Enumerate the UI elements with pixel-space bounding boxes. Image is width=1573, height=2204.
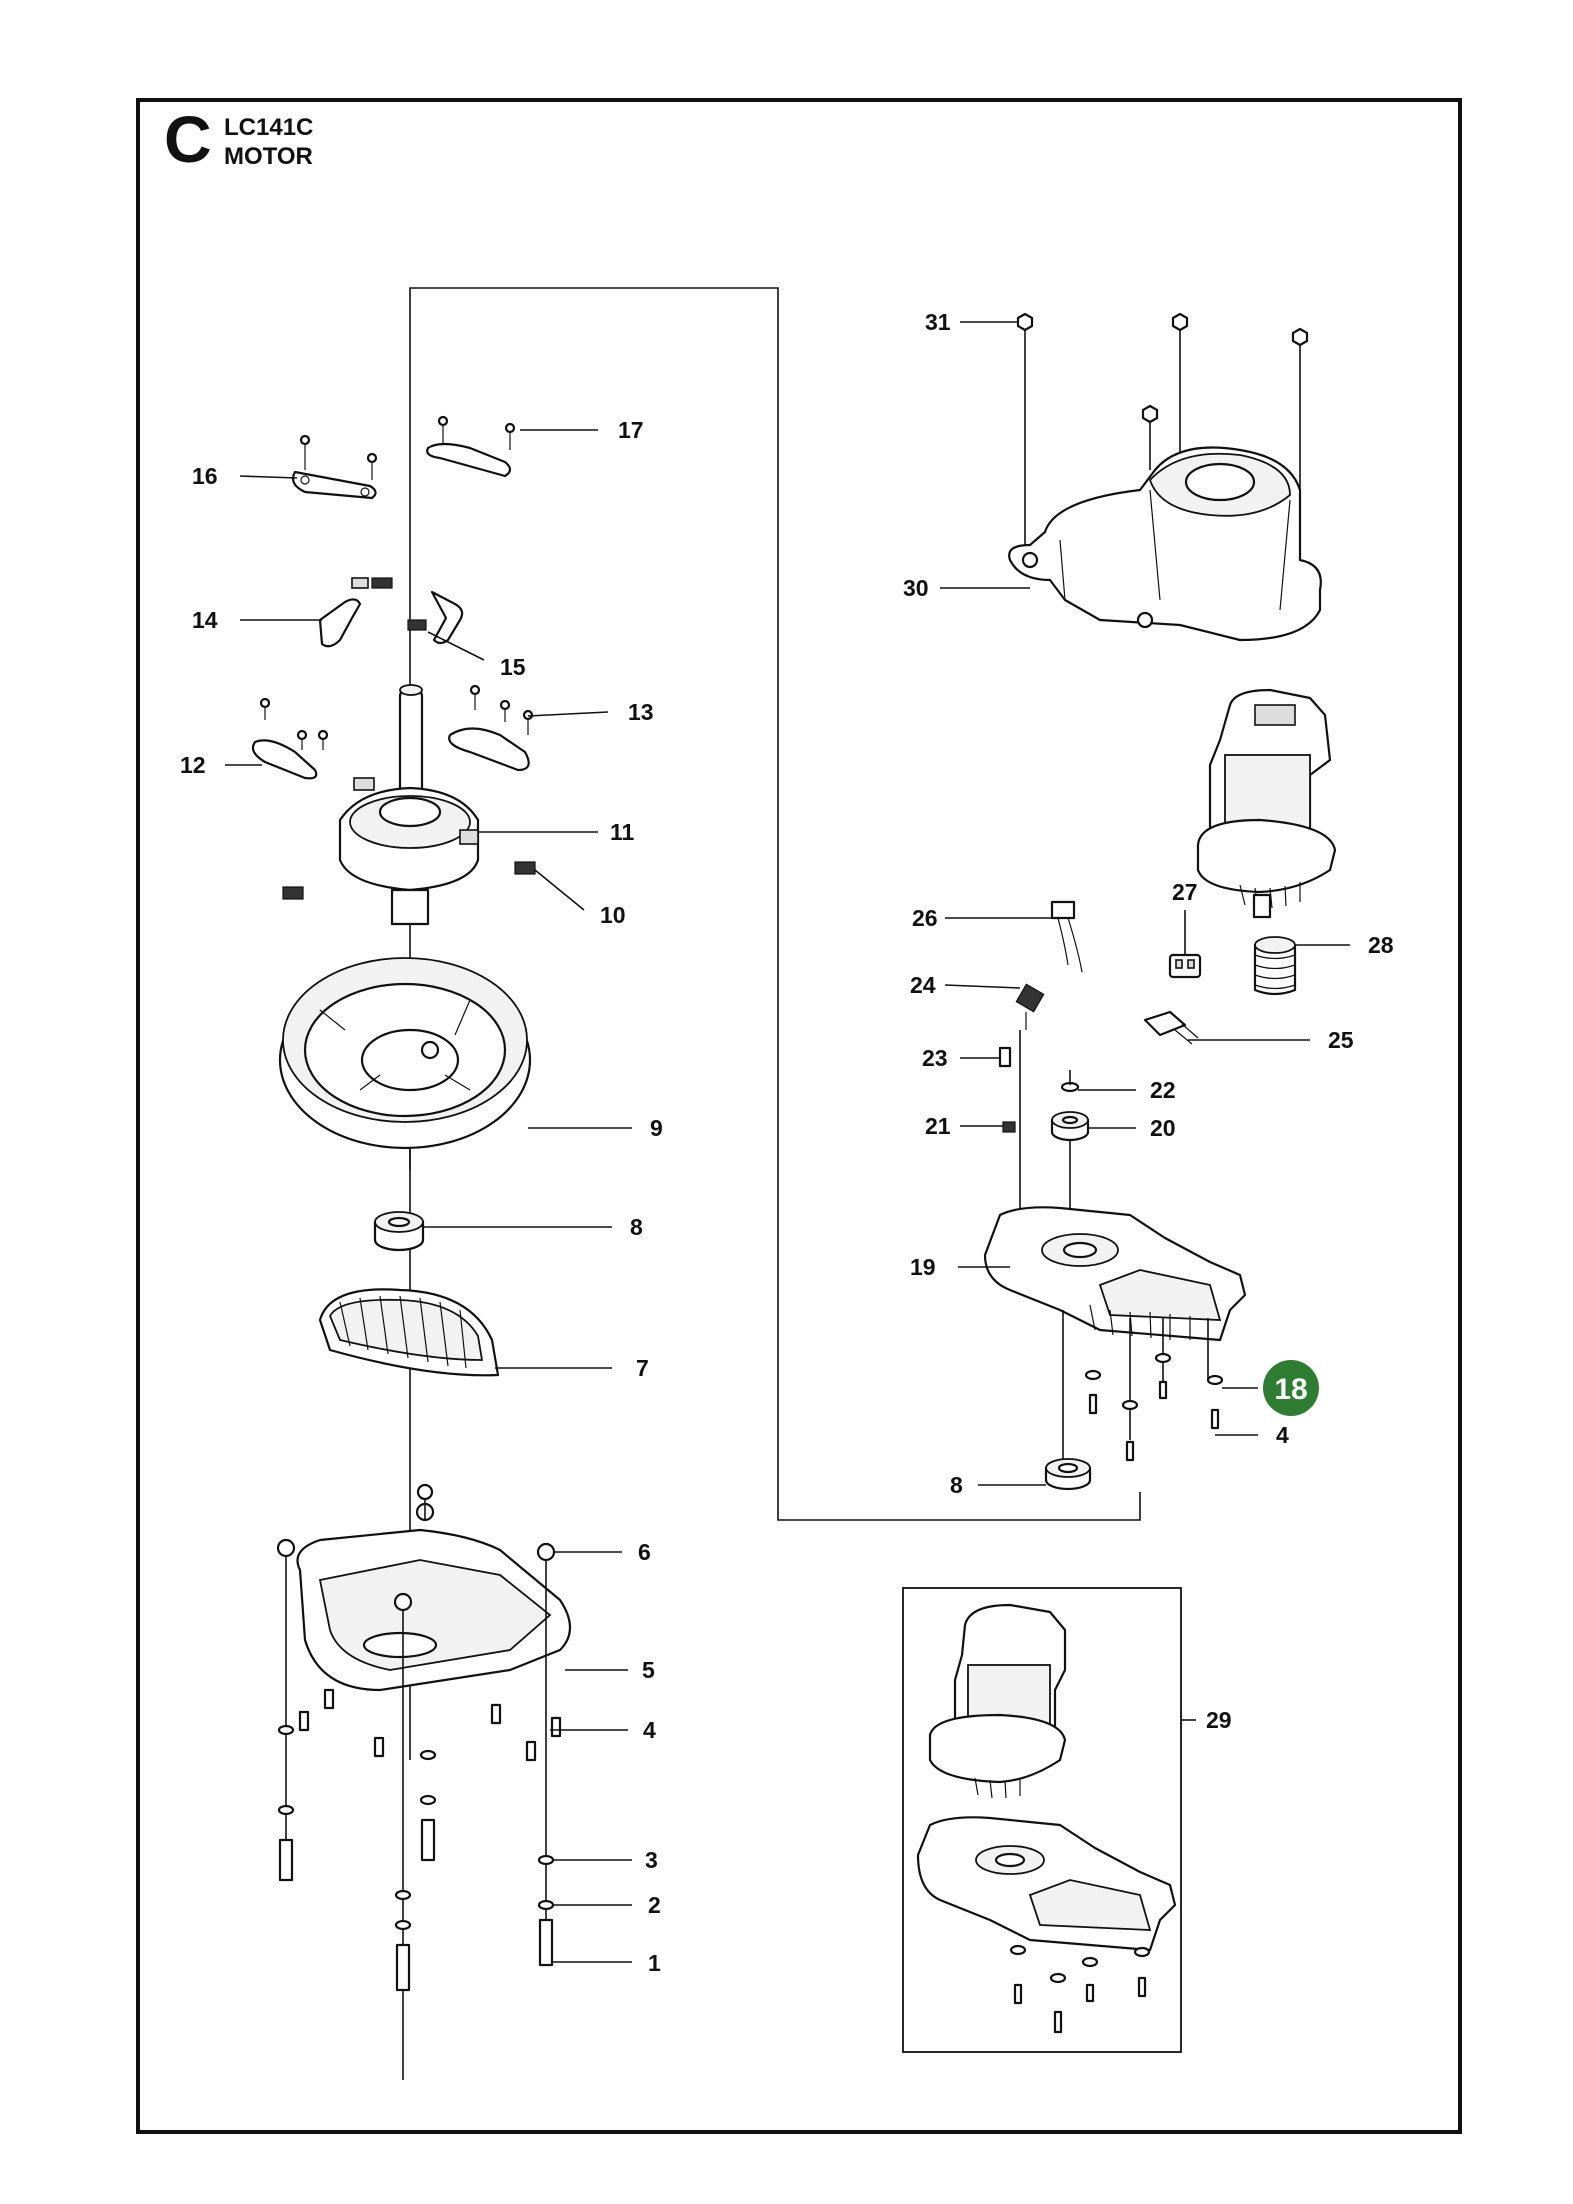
- part-26-wire: [1050, 900, 1083, 973]
- part-17-plate: [426, 415, 516, 478]
- callout-16: 16: [192, 463, 218, 489]
- part-5-housing: [276, 1502, 572, 1692]
- callout-3: 3: [645, 1847, 658, 1873]
- part-11-armature: [338, 684, 480, 926]
- leader-lines: [225, 321, 1350, 1963]
- callout-30: 30: [903, 575, 929, 601]
- part-21-22-23-small: [998, 1030, 1080, 1220]
- fasteners-lower-left: [277, 1483, 562, 2080]
- callout-13: 13: [628, 699, 654, 725]
- highlight-label: 18: [1274, 1373, 1307, 1406]
- callout-19: 19: [910, 1254, 936, 1280]
- callout-4: 4: [643, 1717, 656, 1743]
- part-20-bearing: [1050, 1111, 1090, 1240]
- highlight-badge-18[interactable]: 18: [1222, 1360, 1319, 1416]
- callout-27: 27: [1172, 879, 1198, 905]
- callout-8-right: 8: [950, 1472, 963, 1498]
- part-27-connector: [1168, 910, 1202, 979]
- highlight-circle: [1263, 1360, 1319, 1416]
- callout-6: 6: [638, 1539, 651, 1565]
- callout-20: 20: [1150, 1115, 1176, 1141]
- part-19-gear-case: [983, 1206, 1247, 1342]
- part-8-bearing-left: [373, 1211, 425, 1252]
- callout-2: 2: [648, 1892, 661, 1918]
- callout-7: 7: [636, 1355, 649, 1381]
- callout-11: 11: [610, 819, 635, 845]
- sheet-title: MOTOR: [224, 143, 313, 170]
- part-7-belt: [318, 1288, 500, 1377]
- part-24-component: [1015, 983, 1045, 1030]
- part-9-pulley: [278, 957, 532, 1150]
- fasteners-lower-right: [1044, 1310, 1224, 1491]
- part-10-brush: [282, 861, 536, 900]
- callout-23: 23: [922, 1045, 948, 1071]
- callout-25: 25: [1328, 1027, 1354, 1053]
- callout-24: 24: [910, 972, 936, 998]
- callout-28: 28: [1368, 932, 1394, 958]
- part-30-motor-cover: [1008, 312, 1322, 642]
- model-number: LC141C: [224, 114, 314, 141]
- callout-8: 8: [630, 1214, 643, 1240]
- sheet-letter: C: [164, 102, 212, 176]
- callout-5: 5: [642, 1657, 655, 1683]
- callout-26: 26: [912, 905, 938, 931]
- callout-15: 15: [500, 654, 526, 680]
- callout-10: 10: [600, 902, 626, 928]
- callout-4-right: 4: [1276, 1422, 1289, 1448]
- callout-31: 31: [925, 309, 951, 335]
- callout-12: 12: [180, 752, 206, 778]
- part-12-13-plates: [251, 684, 534, 780]
- drawing-frame: [136, 98, 1462, 2134]
- motor-assembly: [1196, 688, 1337, 919]
- callout-17: 17: [618, 417, 644, 443]
- callout-29: 29: [1206, 1707, 1232, 1733]
- callout-14: 14: [192, 607, 218, 633]
- part-28-spring: [1253, 936, 1297, 996]
- part-14-brush-holders: [318, 577, 464, 648]
- callout-labels: 1 2 3 4 5 6 7 8 9 10 11 12 13 14 15 16 1…: [180, 309, 1394, 1976]
- part-29-inset: [902, 1587, 1196, 2053]
- callout-9: 9: [650, 1115, 663, 1141]
- callout-21: 21: [925, 1113, 951, 1139]
- part-16-plate: [291, 434, 378, 500]
- callout-22: 22: [1150, 1077, 1176, 1103]
- callout-1: 1: [648, 1950, 661, 1976]
- part-25-connector: [1143, 1010, 1199, 1045]
